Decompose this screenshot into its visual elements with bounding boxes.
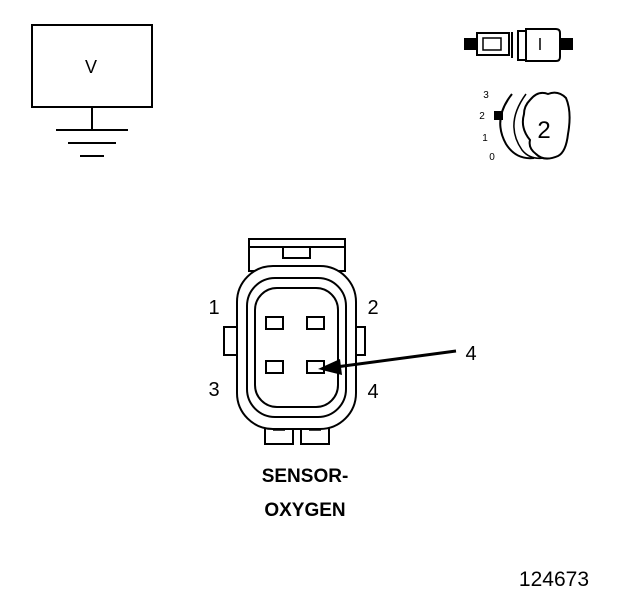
terminal-1 xyxy=(265,316,284,330)
callout-arrow xyxy=(318,349,457,375)
terminal-2 xyxy=(306,316,325,330)
callout-number: 4 xyxy=(465,343,476,365)
voltmeter-mode-label: V xyxy=(85,57,97,77)
pin-label-1: 1 xyxy=(208,297,219,319)
pin-label-3: 3 xyxy=(208,379,219,401)
test-probe-icon xyxy=(464,28,573,62)
voltmeter-box xyxy=(31,24,153,108)
connector-name-line-1: SENSOR- xyxy=(262,466,349,487)
terminal-3 xyxy=(265,360,284,374)
selector-scale-3: 3 xyxy=(483,90,489,101)
selector-scale-0: 0 xyxy=(489,152,495,163)
pin-label-4: 4 xyxy=(367,381,378,403)
connector-cavity xyxy=(254,287,339,408)
ground-icon xyxy=(56,129,128,157)
figure-id: 124673 xyxy=(519,568,589,591)
terminal-4 xyxy=(306,360,325,374)
connector-name-line-2: OXYGEN xyxy=(264,500,345,521)
pin-label-2: 2 xyxy=(367,297,378,319)
selector-indicator xyxy=(494,111,503,120)
selector-position-number: 2 xyxy=(537,117,550,144)
selector-scale-2: 2 xyxy=(479,111,485,122)
connector-body xyxy=(223,238,366,445)
voltmeter-symbol xyxy=(31,24,153,157)
selector-scale-1: 1 xyxy=(482,133,488,144)
selector-switch-icon xyxy=(494,91,571,160)
